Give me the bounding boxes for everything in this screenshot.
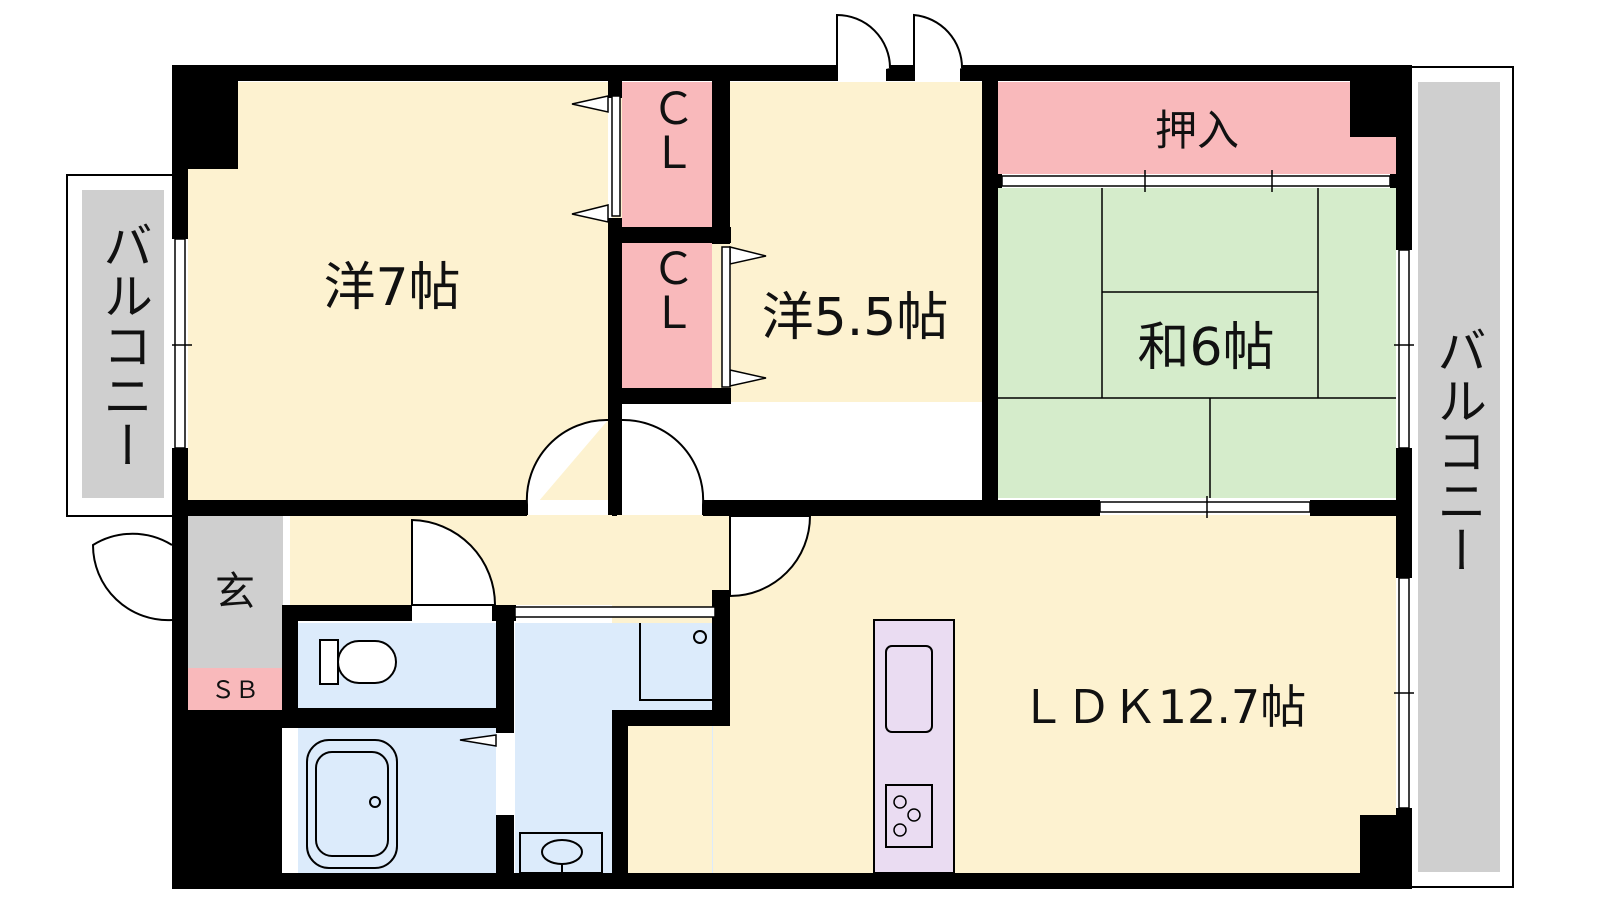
room-labels: 洋7帖 洋5.5帖 和6帖 ＬＤＫ12.7帖 押入 玄 ＳＢ xyxy=(211,106,1306,734)
doors xyxy=(91,13,964,622)
toilet-icon xyxy=(319,639,397,685)
stove xyxy=(885,784,933,848)
tatami-floor xyxy=(990,188,1396,498)
shoe-box-floor xyxy=(188,668,283,710)
label-balcony-right: バルコニー xyxy=(1429,325,1487,575)
label-western-7: 洋7帖 xyxy=(323,258,460,318)
label-balcony-left: バルコニー xyxy=(95,220,153,470)
label-closet-1: ＣＬ xyxy=(644,86,695,174)
walls xyxy=(172,65,1412,889)
label-oshiire: 押入 xyxy=(1155,106,1239,155)
folding-doors xyxy=(459,95,767,747)
label-ldk: ＬＤＫ12.7帖 xyxy=(1020,680,1306,734)
closet-1-floor xyxy=(622,82,712,227)
tatami-lines xyxy=(990,188,1396,498)
label-entrance: 玄 xyxy=(215,569,255,615)
label-shoe-box: ＳＢ xyxy=(211,676,259,704)
kitchen-counter xyxy=(873,619,955,874)
western-7-floor xyxy=(188,82,608,500)
label-japanese-6: 和6帖 xyxy=(1137,318,1274,378)
burner-icon xyxy=(893,795,907,809)
oshiire-floor xyxy=(990,82,1396,174)
burner-icon xyxy=(893,823,907,837)
balcony-right xyxy=(1401,66,1514,888)
closet-2-floor xyxy=(622,243,712,388)
washer-space xyxy=(639,623,712,701)
window-ticks xyxy=(172,170,1414,694)
label-closet-2: ＣＬ xyxy=(644,246,695,334)
balcony-left xyxy=(66,174,179,517)
bathtub-icon xyxy=(306,739,398,869)
burner-icon xyxy=(907,808,921,822)
entrance-floor xyxy=(188,515,283,670)
washroom-notch xyxy=(612,718,712,873)
label-western-5-5: 洋5.5帖 xyxy=(762,288,949,348)
sink xyxy=(885,645,933,733)
